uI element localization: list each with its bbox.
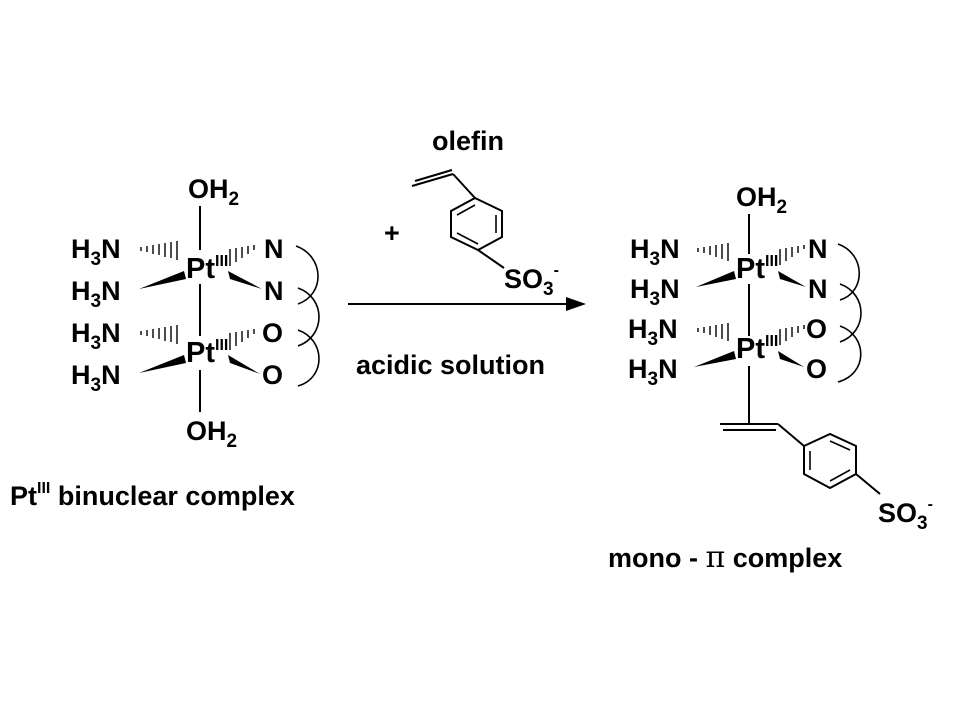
product-wedge-bond-4	[778, 351, 804, 367]
pt-lower-label: PtIII	[186, 337, 228, 369]
product-bridging-ligand-arc-2	[839, 283, 862, 343]
olefin-sulfonate: SO3-	[504, 262, 559, 300]
hashed-bond-2	[229, 245, 255, 266]
product-bridging-ligand-arc-3	[837, 325, 862, 383]
product-benzene-ring	[803, 432, 857, 490]
product-pt-upper-label: PtIII	[736, 253, 778, 285]
product-pt-lower-label: PtIII	[736, 333, 778, 365]
arrow-head	[566, 297, 586, 311]
product-ammine-ligand-3: H3N	[628, 314, 678, 350]
bridging-n-2: N	[264, 276, 284, 306]
bridging-o-1: O	[262, 318, 283, 348]
product-ammine-ligand-1: H3N	[630, 234, 680, 270]
ammine-ligand-3: H3N	[71, 318, 121, 354]
wedge-bond-2	[228, 271, 262, 289]
wedge-bond-3	[139, 355, 186, 373]
vinyl-double-bond-a	[411, 173, 454, 187]
wedge-bond-1	[139, 271, 186, 289]
vinyl-double-bond-b	[414, 169, 453, 182]
bridging-o-2: O	[262, 360, 283, 390]
top-aqua-ligand: OH2	[188, 174, 239, 210]
product-caption: mono - π complex	[608, 540, 842, 575]
olefin-label: olefin	[432, 126, 504, 156]
bridging-ligand-arc-3	[297, 329, 320, 387]
reactant-caption: PtIII binuclear complex	[10, 480, 295, 511]
product-wedge-bond-3	[694, 351, 736, 367]
product-hashed-bond-4	[779, 325, 805, 345]
product-aqua-ligand: OH2	[736, 182, 787, 218]
ammine-ligand-2: H3N	[71, 276, 121, 312]
olefin-ring-bond	[777, 423, 805, 447]
product-bridging-n-1: N	[808, 234, 828, 264]
product-bridging-o-2: O	[806, 354, 827, 384]
product-ring-double-bond-3	[829, 469, 851, 482]
hashed-bond-1	[140, 241, 178, 260]
ammine-ligand-4: H3N	[71, 360, 121, 396]
benzene-ring	[450, 196, 503, 252]
hashed-bond-3	[140, 325, 178, 344]
product-bridging-ligand-arc-1	[837, 243, 861, 301]
bridging-ligand-arc-2	[297, 287, 320, 347]
reaction-arrow	[348, 297, 586, 311]
product-bridging-o-1: O	[806, 314, 827, 344]
product-ring-double-bond-2	[829, 440, 851, 451]
product-ammine-ligand-4: H3N	[628, 354, 678, 390]
product-bridging-n-2: N	[808, 274, 828, 304]
ammine-ligand-1: H3N	[71, 234, 121, 270]
reagent-olefin: olefin + SO3-	[384, 126, 559, 300]
hashed-bond-4	[229, 329, 255, 350]
ring-double-bond-1	[456, 204, 476, 216]
product-hashed-bond-1	[697, 243, 729, 261]
plus-sign: +	[384, 218, 400, 248]
product-hashed-bond-2	[779, 245, 805, 265]
product-sulfonate: SO3-	[878, 496, 933, 534]
product-wedge-bond-2	[778, 271, 806, 287]
product-ring-sulfonate-bond	[855, 473, 881, 495]
reactant-complex: OH2 PtIII H3N H3N N N	[71, 174, 320, 452]
bridging-ligand-arc-1	[295, 245, 319, 305]
ring-double-bond-3	[456, 232, 479, 245]
bottom-aqua-ligand: OH2	[186, 416, 237, 452]
product-hashed-bond-3	[697, 323, 729, 341]
product-wedge-bond-1	[696, 271, 736, 287]
product-complex: OH2 PtIII H3N H3N N N PtIII H3N	[628, 182, 933, 534]
product-ammine-ligand-2: H3N	[630, 274, 680, 310]
wedge-bond-4	[228, 355, 260, 374]
reaction-condition: acidic solution	[356, 350, 545, 380]
pt-upper-label: PtIII	[186, 253, 228, 285]
bridging-n-1: N	[264, 234, 284, 264]
ring-sulfonate-bond	[477, 249, 505, 269]
vinyl-single-bond	[452, 173, 476, 199]
